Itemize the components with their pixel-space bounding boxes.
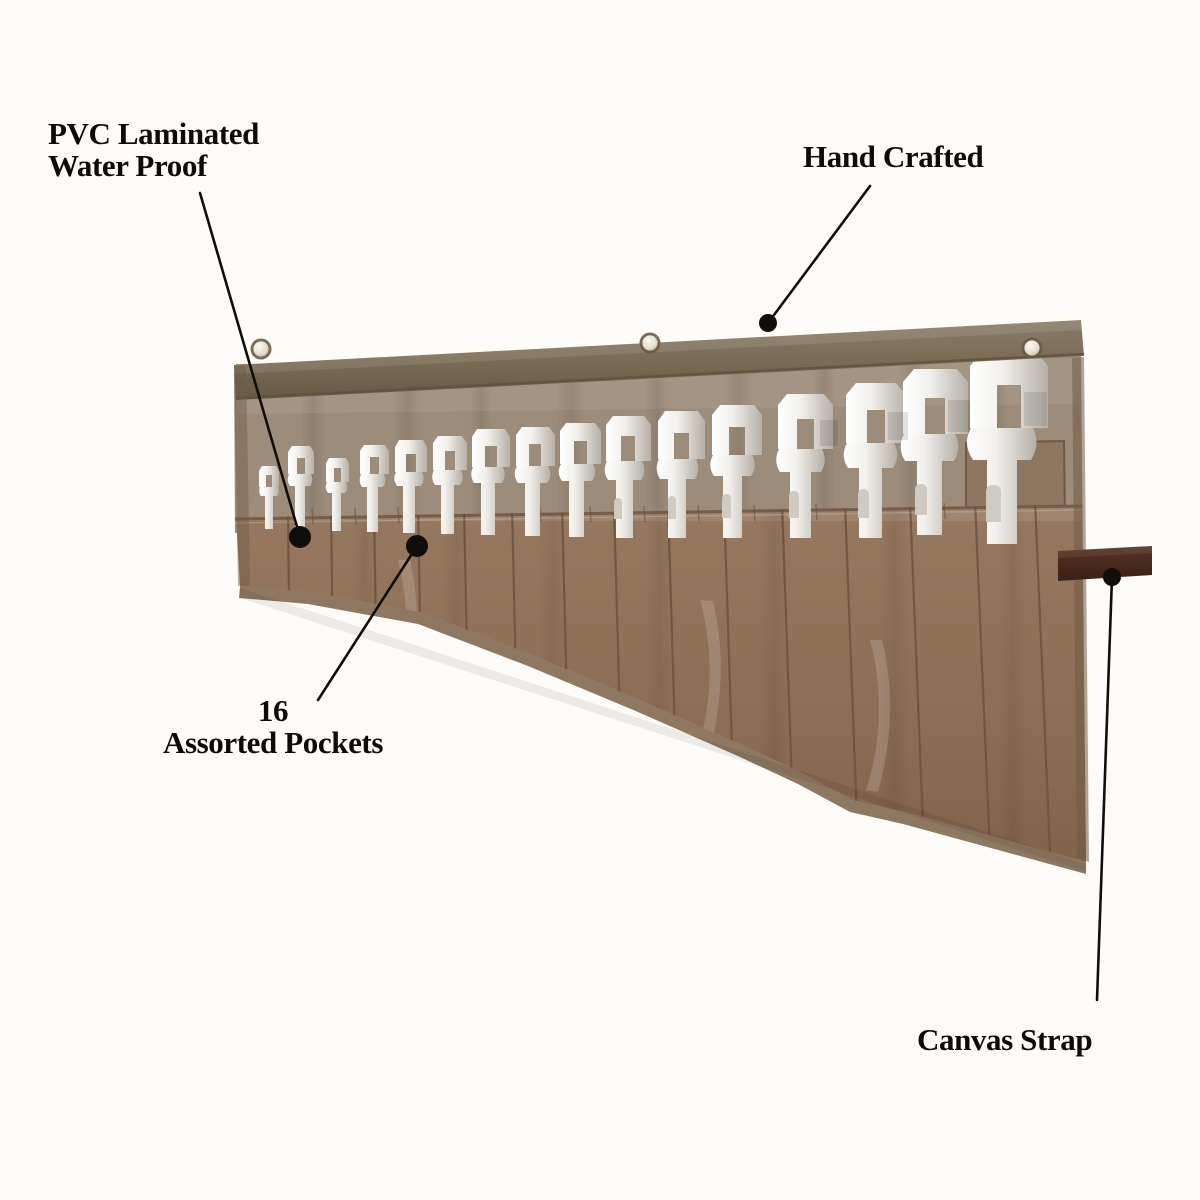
wrench-head-shading: [820, 392, 1047, 446]
bottom-hem: [239, 586, 1086, 874]
leader-line-hand: [766, 184, 872, 325]
leader-dot-hand: [759, 314, 777, 332]
grommet-group: [250, 332, 1043, 360]
wrench-10: [604, 416, 651, 538]
callout-label-assorted-pockets: 16 Assorted Pockets: [162, 693, 384, 760]
wrench-8: [514, 427, 555, 536]
wrench-14: [843, 383, 906, 538]
leader-line-pvc: [198, 191, 302, 539]
wrench-13: [776, 394, 833, 538]
left-edge-binding: [234, 366, 250, 586]
wrench-1: [259, 466, 279, 529]
wrench-4: [359, 445, 389, 532]
grommet-center: [639, 332, 661, 354]
grommet-left: [250, 338, 272, 360]
callout-dots: [289, 314, 1121, 586]
leader-line-strap: [1095, 575, 1114, 1002]
callout-leaders: [198, 184, 1114, 1002]
wrench-7: [471, 429, 510, 535]
grommet-right: [1021, 337, 1043, 359]
leader-line-pockets: [316, 544, 419, 702]
wrench-6: [432, 436, 467, 534]
tool-roll-body: [234, 320, 1152, 874]
wrench-3: [325, 458, 349, 531]
leader-dot-pvc: [289, 526, 311, 548]
wrench-set: [259, 350, 1048, 544]
leader-dot-strap: [1103, 568, 1121, 586]
wrench-9: [558, 423, 601, 537]
wrench-12: [710, 405, 762, 538]
leader-dot-pockets: [406, 535, 428, 557]
callout-label-pvc-laminated: PVC Laminated Water Proof: [48, 116, 259, 183]
wrench-5: [394, 440, 427, 533]
wrench-16: [966, 350, 1048, 544]
callout-label-canvas-strap: Canvas Strap: [917, 1022, 1093, 1057]
wrench-15: [900, 369, 968, 535]
wrench-11: [656, 411, 705, 538]
right-edge-binding: [1072, 357, 1089, 862]
callout-label-hand-crafted: Hand Crafted: [803, 139, 984, 174]
wrench-2: [287, 446, 314, 530]
canvas-strap: [1058, 546, 1152, 581]
